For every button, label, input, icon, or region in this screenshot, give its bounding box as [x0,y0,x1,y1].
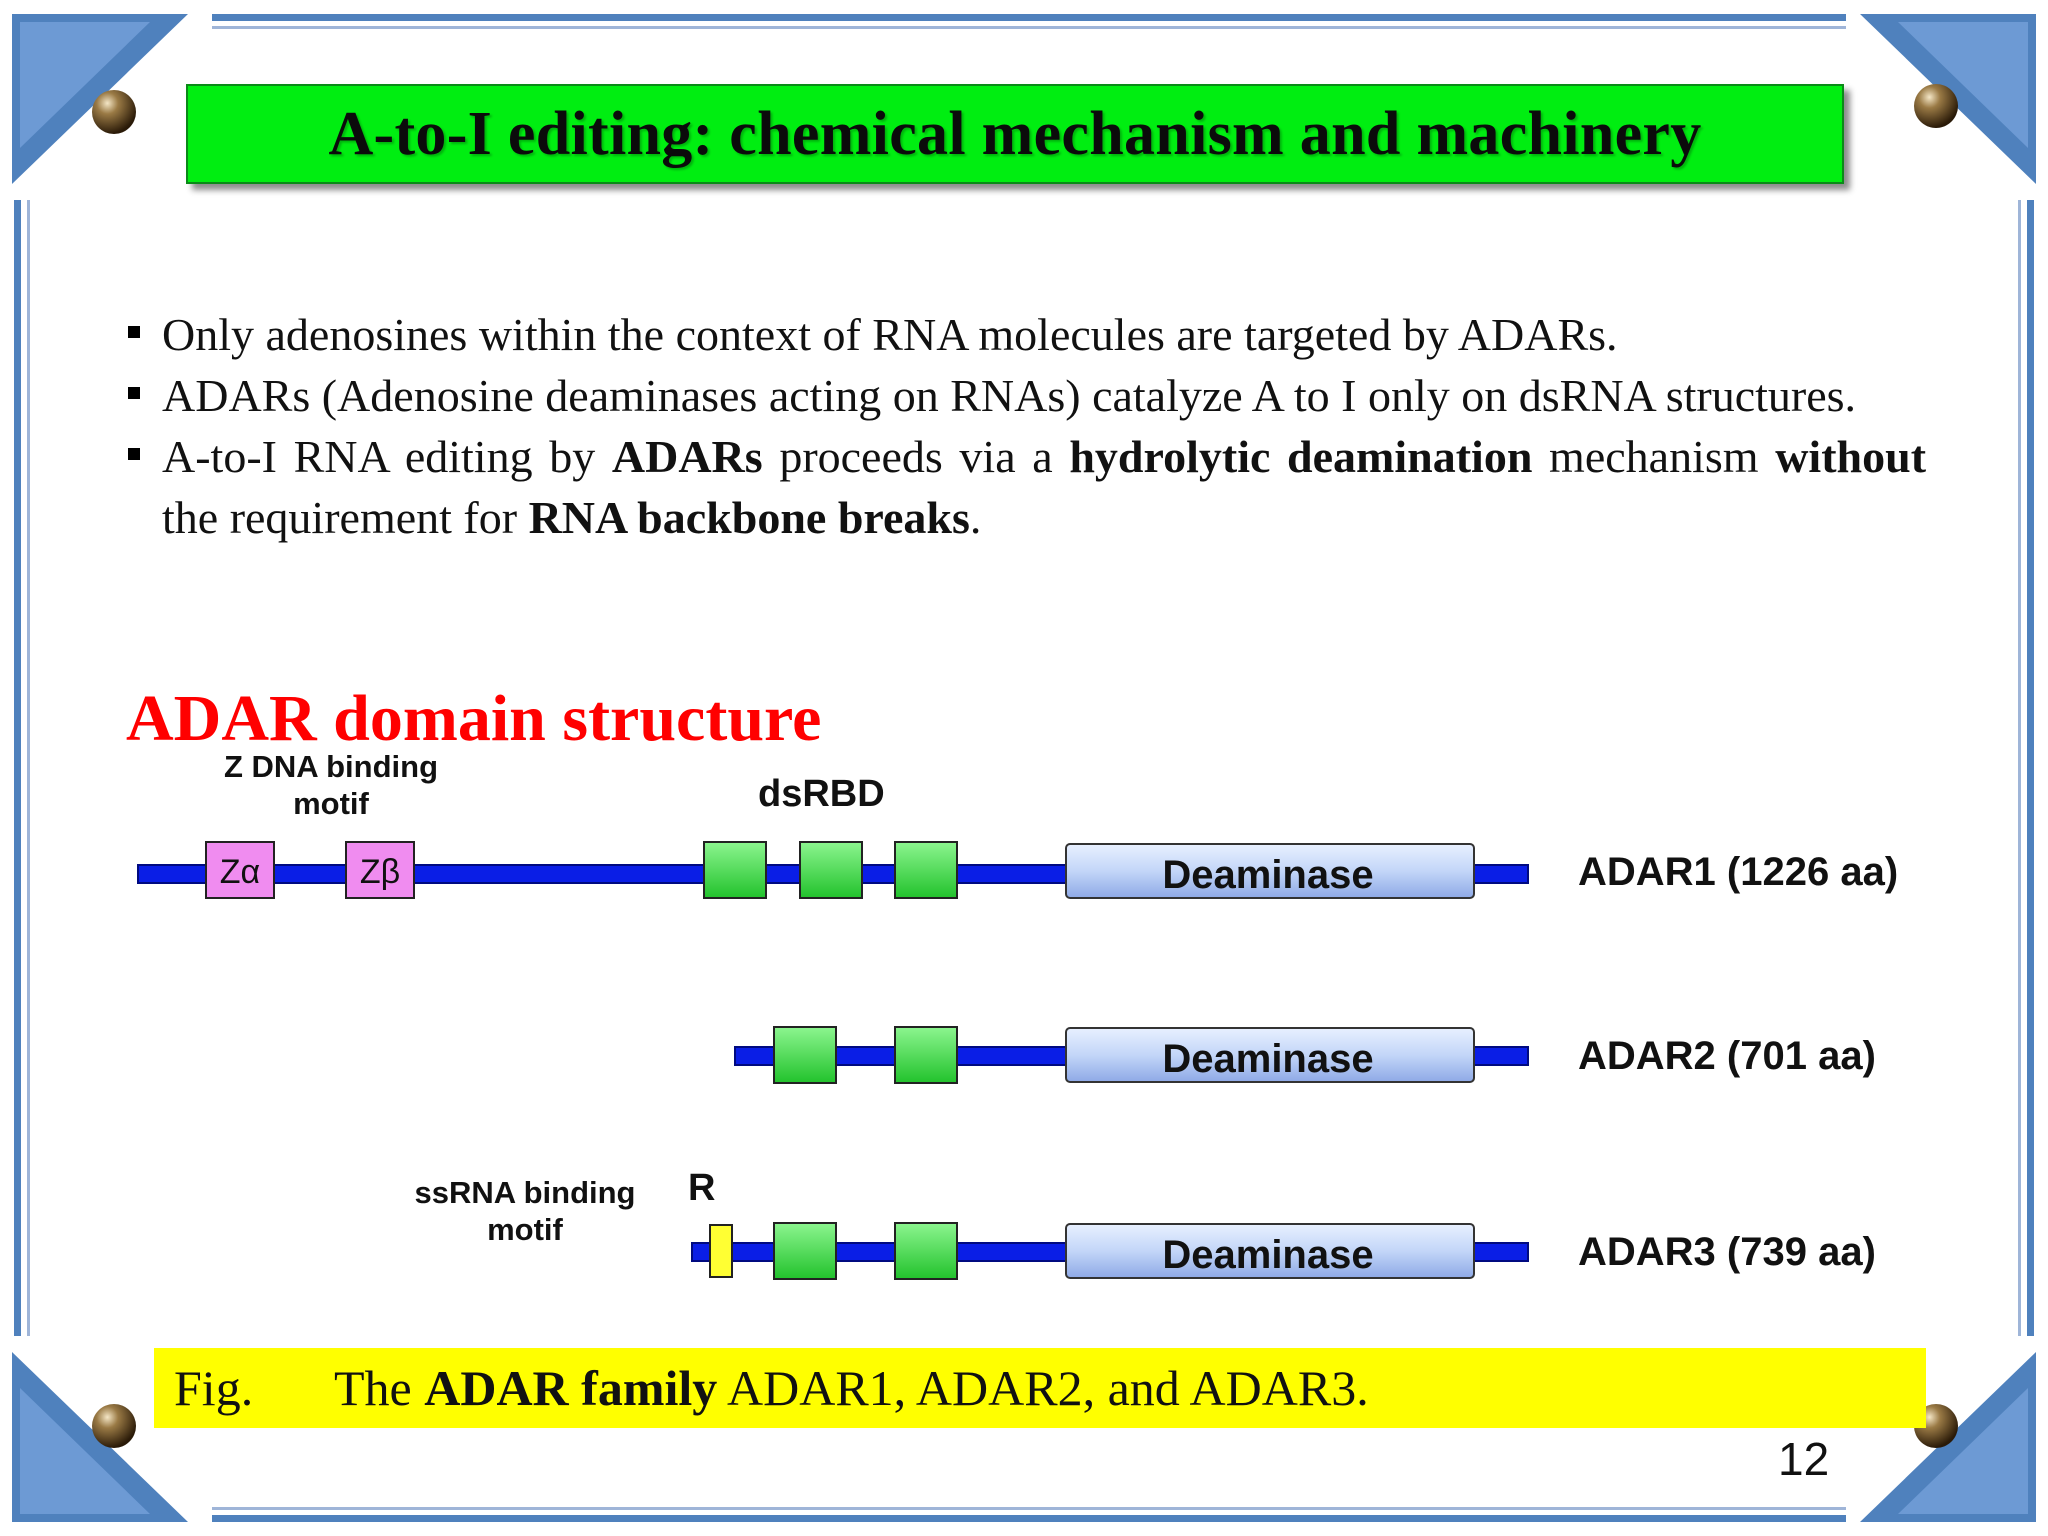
dsrbd-box [703,841,767,899]
z-alpha-label: Zα [220,853,260,891]
dsrbd-box [773,1222,837,1280]
bullet-text: ADARs (Adenosine deaminases acting on RN… [162,370,1857,421]
dsrbd-box [894,1026,958,1084]
dsrbd-box [894,1222,958,1280]
bullet-text: A-to-I RNA editing by [162,431,612,482]
deaminase-box [1065,1027,1475,1083]
ssrna-binding-label: ssRNA binding motif [414,1175,636,1248]
title-banner: A-to-I editing: chemical mechanism and m… [186,84,1844,184]
bullet-text: . [969,492,982,543]
frame-lines [14,14,2034,1522]
adar2-track [734,1026,1529,1084]
slide-title: A-to-I editing: chemical mechanism and m… [328,99,1702,168]
deaminase-label: Deaminase [1162,1037,1373,1081]
section-heading: ADAR domain structure [126,682,822,755]
bullet-item: ADARs (Adenosine deaminases acting on RN… [128,365,1926,426]
bullet-emphasis: ADARs [611,431,763,482]
page-number: 12 [1778,1433,1830,1485]
z-beta-box [345,841,415,899]
bullet-item: Only adenosines within the context of RN… [128,304,1926,365]
deaminase-label: Deaminase [1162,853,1373,897]
r-motif-label: R [688,1167,716,1209]
figure-caption: Fig. The ADAR family ADAR1, ADAR2, and A… [154,1348,1926,1428]
bullet-list: Only adenosines within the context of RN… [128,304,1926,548]
deaminase-box [1065,843,1475,899]
z-beta-label: Zβ [360,853,400,891]
caption-emphasis: ADAR family [424,1360,718,1416]
deaminase-box [1065,1223,1475,1279]
deaminase-label: Deaminase [1162,1233,1373,1277]
adar1-track [137,841,1529,899]
protein-name-adar1: ADAR1 (1226 aa) [1578,850,1899,894]
bullet-emphasis: hydrolytic deamination [1069,431,1533,482]
adar3-track [691,1222,1529,1280]
bullet-text: Only adenosines within the context of RN… [162,309,1618,360]
caption-prefix: Fig. [174,1360,254,1416]
adar-diagram: Zα Zβ Deaminase Deaminase Deaminase [137,841,1529,1280]
z-dna-binding-label: Z DNA binding motif [223,749,439,822]
bullet-emphasis: without [1775,431,1927,482]
caption-text: The [334,1360,425,1416]
z-alpha-box [205,841,275,899]
caption-text: ADAR1, ADAR2, and ADAR3. [717,1360,1369,1416]
dsrbd-box [773,1026,837,1084]
protein-name-adar2: ADAR2 (701 aa) [1578,1034,1876,1078]
dsrbd-box [799,841,863,899]
dsrbd-label: dsRBD [758,773,885,815]
bullet-text: the requirement for [162,492,529,543]
bullet-item: A-to-I RNA editing by ADARs proceeds via… [128,426,1926,548]
bullet-emphasis: RNA backbone breaks [528,492,970,543]
bullet-text: proceeds via a [762,431,1070,482]
dsrbd-box [894,841,958,899]
protein-name-adar3: ADAR3 (739 aa) [1578,1230,1876,1274]
bullet-text: mechanism [1532,431,1776,482]
r-motif-box [709,1224,733,1278]
